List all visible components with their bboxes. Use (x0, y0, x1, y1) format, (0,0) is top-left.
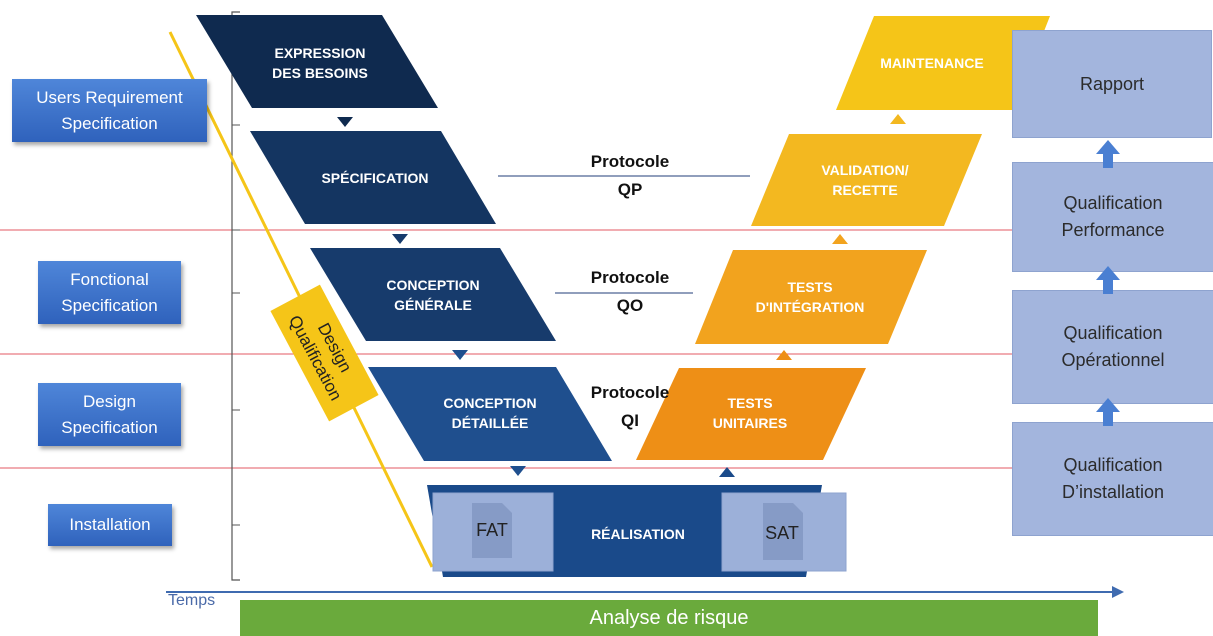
bracket (231, 11, 240, 581)
connector-arrow (832, 234, 848, 244)
left-label-text: Fonctional Specification (61, 269, 158, 315)
left-label-text: Design Specification (61, 391, 158, 437)
right-box-operationnel: Qualification Opérationnel (1012, 290, 1213, 404)
v-left-specification: SPÉCIFICATION (321, 170, 429, 186)
v-right-shape (695, 250, 927, 344)
v-right-maintenance: MAINTENANCE (880, 55, 984, 71)
timeline-arrowhead (1112, 586, 1124, 598)
right-box-installation: Qualification D’installation (1012, 422, 1213, 536)
v-left-conception-detaillee: CONCEPTION DÉTAILLÉE (443, 395, 537, 431)
protocol-qp: Protocole QP (590, 152, 670, 199)
realisation-label: RÉALISATION (591, 526, 685, 542)
right-box-performance: Qualification Performance (1012, 162, 1213, 272)
connector-arrow (392, 234, 408, 244)
label-design-specification: Design Specification (38, 383, 181, 446)
fat-label: FAT (476, 519, 508, 540)
v-right-tests-unitaires: TESTS UNITAIRES (712, 395, 788, 431)
label-fonctional-specification: Fonctional Specification (38, 261, 181, 324)
v-left-shape (368, 367, 612, 461)
label-users-requirement-specification: Users Requirement Specification (12, 79, 207, 142)
v-right-shape (636, 368, 866, 460)
v-right-tests-integration: TESTS D'INTÉGRATION (755, 279, 865, 315)
risk-analysis-bar: Analyse de risque (240, 600, 1098, 636)
connector-arrow (510, 466, 526, 476)
protocol-qi: Protocole QI (590, 383, 670, 430)
right-box-label: Qualification Performance (1061, 193, 1165, 240)
connector-arrow (452, 350, 468, 360)
fat-document-icon (472, 503, 512, 558)
v-left-expression-besoins: EXPRESSION DES BESOINS (272, 44, 368, 81)
v-right-shape (751, 134, 982, 226)
risk-analysis-label: Analyse de risque (589, 606, 749, 629)
sat-document-icon (763, 503, 803, 560)
left-label-text: Users Requirement Specification (36, 87, 183, 133)
v-left-shape (310, 248, 556, 341)
v-left-conception-generale: CONCEPTION GÉNÉRALE (386, 277, 480, 313)
v-left-shape (196, 15, 438, 108)
right-box-label: Qualification Opérationnel (1061, 323, 1165, 370)
right-box-label: Rapport (1079, 74, 1145, 94)
left-label-text: Installation (69, 515, 151, 534)
sat-label: SAT (765, 522, 799, 543)
timeline-label: Temps (168, 592, 216, 609)
connector-arrow (719, 467, 735, 477)
connector-arrow (337, 117, 353, 127)
connector-arrow (890, 114, 906, 124)
right-box-rapport: Rapport (1012, 30, 1212, 138)
right-box-label: Qualification D’installation (1061, 455, 1165, 502)
v-right-validation-recette: VALIDATION/ RECETTE (821, 162, 909, 198)
label-installation: Installation (48, 504, 172, 546)
v-left-shape (250, 131, 496, 224)
v-right-shape (836, 16, 1050, 110)
protocol-qo: Protocole QO (590, 268, 670, 315)
connector-arrow (776, 350, 792, 360)
